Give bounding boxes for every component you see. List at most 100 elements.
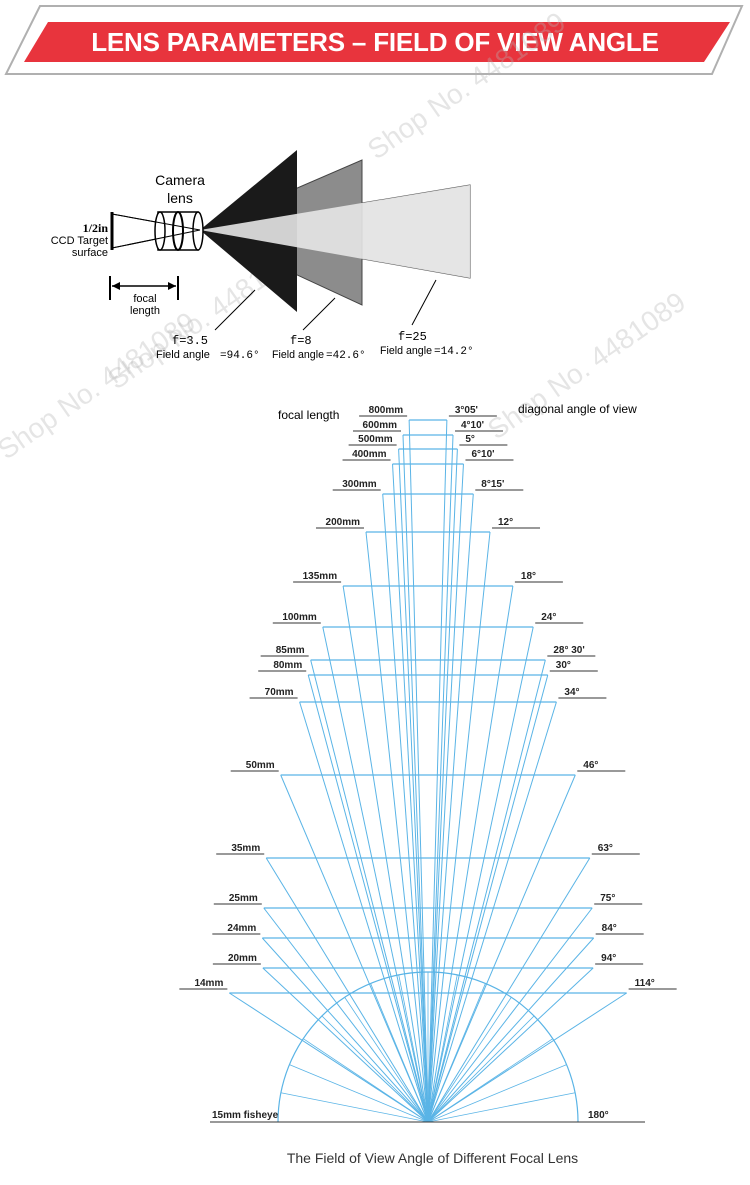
focal-label-80mm: 80mm <box>273 660 302 671</box>
angle-label-20mm: 94° <box>601 953 616 964</box>
cone-f25-overlay <box>200 185 470 278</box>
field-of-view-diagram: focal length diagonal angle of view 800m… <box>179 402 677 1123</box>
leader-f25 <box>411 279 437 326</box>
ray-left-20mm <box>262 967 429 1123</box>
lens-field-angle-diagram: Camera lens 1/2in CCD Target surface foc… <box>51 150 474 362</box>
fisheye-ray <box>370 983 429 1123</box>
ray-right-300mm <box>427 493 474 1123</box>
ray-right-35mm <box>427 857 591 1123</box>
angle-label-70mm: 34° <box>564 687 579 698</box>
angle-label-14mm: 114° <box>635 978 655 989</box>
angle-label-200mm: 12° <box>498 517 513 528</box>
focal-label-300mm: 300mm <box>342 479 377 490</box>
lens-element <box>172 211 184 251</box>
focal-label-50mm: 50mm <box>246 760 275 771</box>
banner-outline <box>4 5 744 75</box>
ray-left-70mm <box>299 701 429 1123</box>
ray-left-14mm <box>229 992 429 1123</box>
cone-f8-angle: =42.6° <box>326 350 366 362</box>
angle-label-300mm: 8°15' <box>481 479 504 490</box>
fisheye-ray <box>321 1015 429 1123</box>
ray-left-80mm <box>307 674 429 1123</box>
ray-right-80mm <box>427 674 549 1123</box>
ray-left-200mm <box>365 531 429 1123</box>
angle-label-85mm: 28° 30' <box>553 645 584 656</box>
cone-f3.5-angle-label: Field angle <box>156 349 210 361</box>
ray-left-800mm <box>408 419 429 1123</box>
arrow-left-head <box>112 282 120 290</box>
ray-right-800mm <box>427 419 448 1123</box>
angle-label-25mm: 75° <box>600 893 615 904</box>
leader-f8 <box>302 297 336 331</box>
ray-left-300mm <box>382 493 429 1123</box>
cone-f25-angle: =14.2° <box>434 346 474 358</box>
camera-label-1: Camera <box>155 172 205 188</box>
angle-label-24mm: 84° <box>602 923 617 934</box>
focal-label-200mm: 200mm <box>326 517 361 528</box>
angle-of-view-header: diagonal angle of view <box>518 402 637 416</box>
focal-label-14mm: 14mm <box>194 978 223 989</box>
fisheye-focal-label: 15mm fisheye <box>212 1110 279 1121</box>
ray-right-14mm <box>427 992 627 1123</box>
focal-label-24mm: 24mm <box>227 923 256 934</box>
sensor-size: 1/2in <box>83 221 109 235</box>
ray-right-85mm <box>427 659 546 1123</box>
title-banner <box>4 5 744 75</box>
ray-right-600mm <box>427 434 454 1123</box>
focal-label-2: length <box>130 305 160 317</box>
focal-label-400mm: 400mm <box>352 449 387 460</box>
angle-label-400mm: 6°10' <box>471 449 494 460</box>
ray-left-25mm <box>263 907 429 1123</box>
angle-label-100mm: 24° <box>541 612 556 623</box>
cone-f3.5-f: f=3.5 <box>172 334 208 348</box>
focal-label-135mm: 135mm <box>303 571 338 582</box>
ray-left-500mm <box>398 448 429 1123</box>
focal-label-1: focal <box>133 293 156 305</box>
ray-bottom-over <box>111 229 201 249</box>
cone-f25-f: f=25 <box>398 330 427 344</box>
fisheye-ray <box>427 997 512 1123</box>
fisheye-ray <box>427 983 486 1123</box>
cone-f8-f: f=8 <box>290 334 312 348</box>
cone-f3.5-angle: =94.6° <box>220 350 260 362</box>
diagram-caption: The Field of View Angle of Different Foc… <box>286 1150 579 1166</box>
fisheye-ray <box>427 974 458 1123</box>
focal-label-100mm: 100mm <box>282 612 317 623</box>
ray-left-400mm <box>392 463 429 1123</box>
sensor-label-2: surface <box>72 247 108 259</box>
cone-f8-angle-label: Field angle <box>272 349 324 361</box>
angle-label-800mm: 3°05' <box>455 405 478 416</box>
fov-lines-group <box>210 419 645 1123</box>
fisheye-ray <box>427 1015 535 1123</box>
focal-label-800mm: 800mm <box>369 405 404 416</box>
sensor-label-1: CCD Target <box>51 235 108 247</box>
fisheye-ray <box>280 1092 429 1123</box>
angle-label-50mm: 46° <box>583 760 598 771</box>
fisheye-ray <box>427 1064 567 1123</box>
ray-left-100mm <box>322 626 429 1123</box>
focal-label-25mm: 25mm <box>229 893 258 904</box>
fisheye-ray <box>303 1038 429 1123</box>
angle-label-80mm: 30° <box>556 660 571 671</box>
focal-length-header: focal length <box>278 408 339 422</box>
focal-label-85mm: 85mm <box>276 645 305 656</box>
focal-label-70mm: 70mm <box>265 687 294 698</box>
leader-f3.5 <box>214 289 256 331</box>
focal-label-20mm: 20mm <box>228 953 257 964</box>
banner-ribbon <box>24 22 730 62</box>
lens-rim-left <box>154 211 166 251</box>
focal-label-600mm: 600mm <box>363 420 398 431</box>
banner-title: LENS PARAMETERS – FIELD OF VIEW ANGLE <box>91 27 659 57</box>
ray-right-50mm <box>427 774 576 1123</box>
ray-right-100mm <box>427 626 534 1123</box>
fisheye-ray <box>289 1064 429 1123</box>
angle-label-135mm: 18° <box>521 571 536 582</box>
fisheye-ray <box>427 1092 576 1123</box>
ray-right-24mm <box>427 937 595 1123</box>
fisheye-angle-label: 180° <box>588 1110 609 1121</box>
fisheye-ray <box>427 1038 553 1123</box>
angle-label-600mm: 4°10' <box>461 420 484 431</box>
ray-left-85mm <box>310 659 429 1123</box>
fisheye-ray <box>398 974 429 1123</box>
